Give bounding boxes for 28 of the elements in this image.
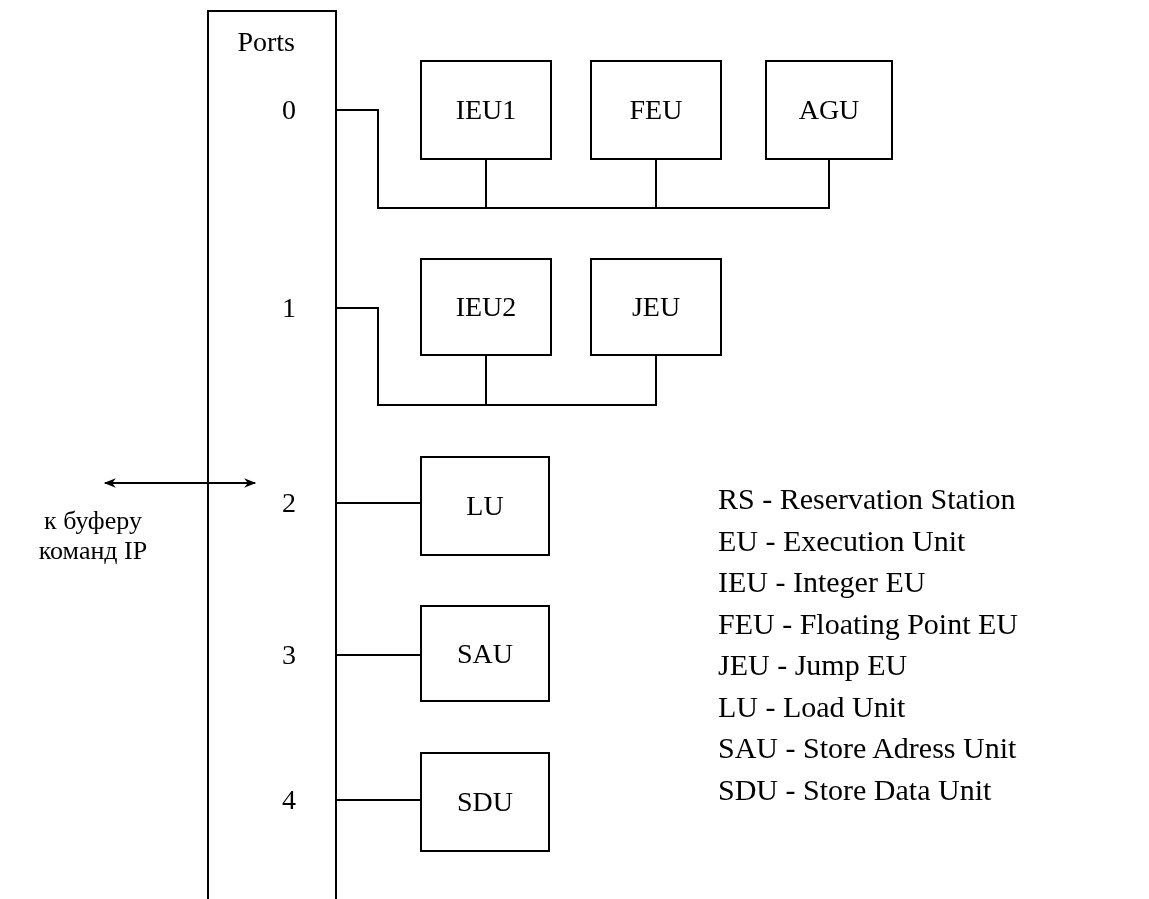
port-number: 0 xyxy=(255,92,336,128)
connector-line xyxy=(335,654,421,656)
execution-unit-box: SAU xyxy=(420,605,550,702)
legend-text: RS - Reservation Station xyxy=(718,481,1016,517)
connector-line xyxy=(335,502,421,504)
reservation-station-bar xyxy=(207,10,337,899)
port-number: 4 xyxy=(255,782,336,818)
legend-text: SAU - Store Adress Unit xyxy=(718,730,1017,766)
legend-text: LU - Load Unit xyxy=(718,688,906,725)
legend-text: EU - Execution Unit xyxy=(718,522,966,559)
port-number: 1 xyxy=(255,290,336,326)
edge-label: к буферу команд IP xyxy=(37,506,149,566)
execution-unit-box: FEU xyxy=(590,60,722,160)
execution-unit-box: SDU xyxy=(420,752,550,852)
double-arrow xyxy=(103,478,257,488)
execution-unit-box: IEU1 xyxy=(420,60,552,160)
execution-unit-box: IEU2 xyxy=(420,258,552,356)
execution-unit-box: AGU xyxy=(765,60,893,160)
legend-text: JEU - Jump EU xyxy=(718,647,908,683)
connector-line xyxy=(335,799,421,801)
execution-unit-box: JEU xyxy=(590,258,722,356)
ports-heading: Ports xyxy=(236,26,296,58)
legend-text: IEU - Integer EU xyxy=(718,564,926,600)
legend-text: SDU - Store Data Unit xyxy=(718,771,992,808)
execution-unit-box: LU xyxy=(420,456,550,556)
port-number: 3 xyxy=(255,637,336,673)
legend-text: FEU - Floating Point EU xyxy=(718,605,1018,642)
port-number: 2 xyxy=(255,478,336,528)
